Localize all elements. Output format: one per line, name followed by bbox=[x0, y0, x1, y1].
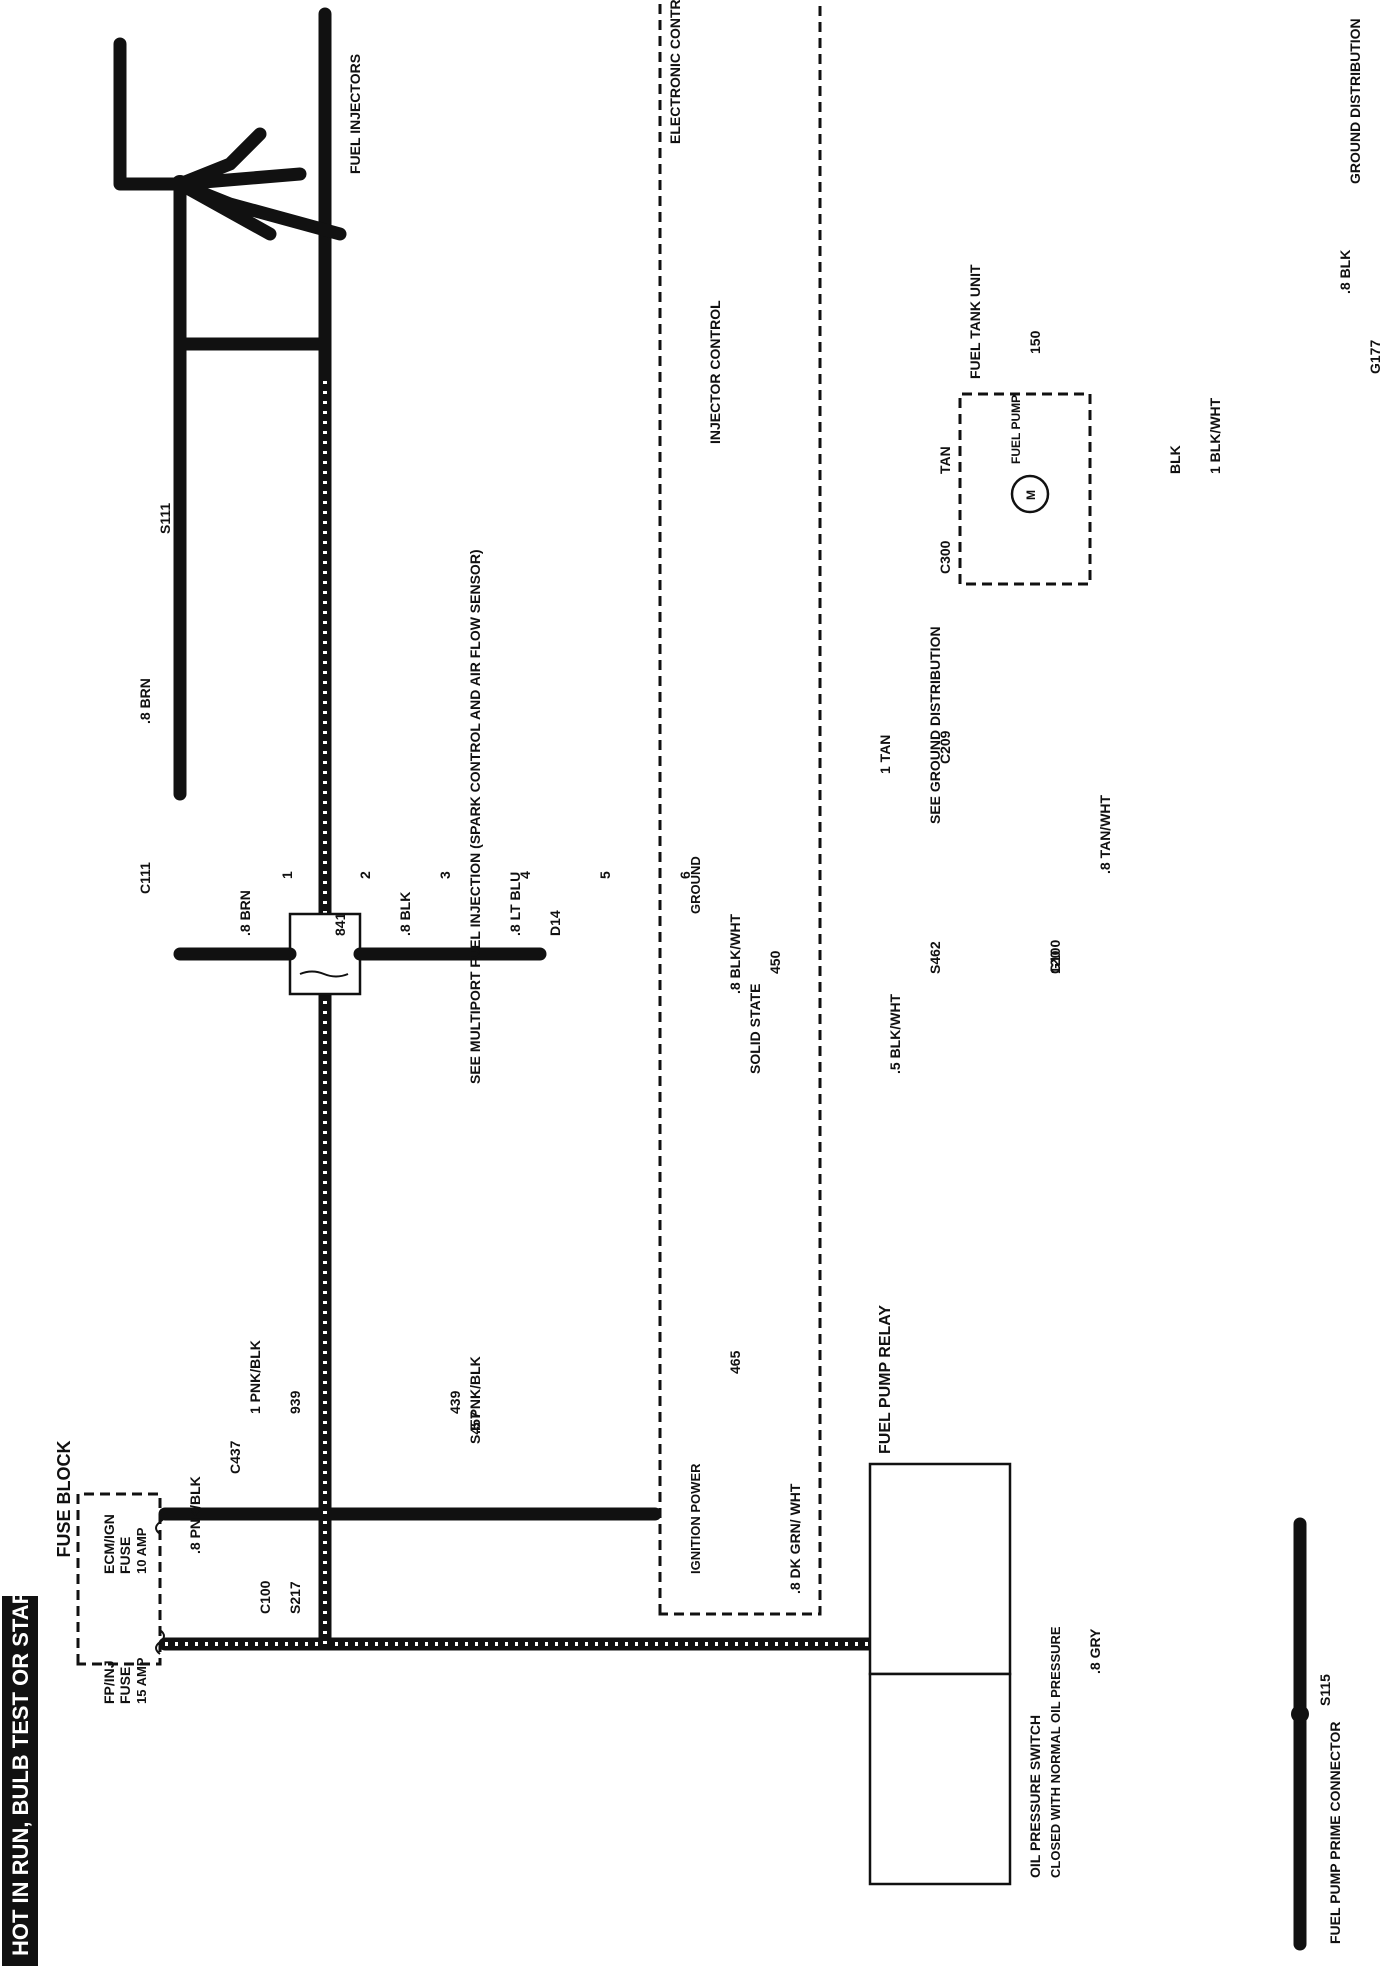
wire-label-1-tan: 1 TAN bbox=[877, 735, 893, 774]
fuel-pump-relay bbox=[868, 1462, 1012, 1676]
wire-label-5-blk-wht: .5 BLK/WHT bbox=[887, 993, 903, 1074]
injector-fan bbox=[113, 37, 347, 801]
ground-g100-label: G100 bbox=[1047, 940, 1063, 974]
ecm-ground-label: GROUND bbox=[688, 856, 703, 914]
wire-label-450: 450 bbox=[767, 950, 783, 974]
wire-label-tan-wht: .8 TAN/WHT bbox=[1097, 794, 1113, 874]
header-text: HOT IN RUN, BULB TEST OR START bbox=[8, 1575, 33, 1956]
fuel-injectors-title: FUEL INJECTORS bbox=[347, 54, 363, 174]
fuse-block-box bbox=[76, 1492, 162, 1666]
injector-2-number: 2 bbox=[357, 871, 373, 879]
wire-label-1-blk-wht: 1 BLK/WHT bbox=[1207, 397, 1223, 474]
ecm-title: ELECTRONIC CONTROL MODULE (ECM) bbox=[667, 0, 683, 144]
splice-s457-label: S457 bbox=[467, 1411, 483, 1444]
prime-connector-label: FUEL PUMP PRIME CONNECTOR bbox=[1327, 1722, 1343, 1944]
wire-label-8-pnk-blk: .8 PNK/BLK bbox=[187, 1476, 203, 1554]
fuel-pump-motor-label: M bbox=[1024, 490, 1038, 500]
fuel-pump-motor bbox=[1010, 474, 1050, 514]
fuse-ecm-label: FUSE bbox=[117, 1537, 133, 1574]
wire-label-8-blk-wht: .8 BLK/WHT bbox=[727, 913, 743, 994]
splice-s115 bbox=[1291, 1705, 1309, 1723]
fuel-tank-unit-title: FUEL TANK UNIT bbox=[967, 264, 983, 379]
fuse-fpinj-rating: 15 AMP bbox=[134, 1657, 149, 1704]
injector-1-number: 1 bbox=[279, 871, 295, 879]
splice-s217-label: S217 bbox=[287, 1581, 303, 1614]
injector-1-a-circuit: 841 bbox=[332, 912, 348, 936]
connector-c100-label: C100 bbox=[257, 1580, 273, 1614]
injector-4-number: 4 bbox=[517, 871, 533, 879]
connector-c300-label: C300 bbox=[937, 540, 953, 574]
wire-label-1-pnk-blk: 1 PNK/BLK bbox=[247, 1340, 263, 1414]
oil-switch-note: CLOSED WITH NORMAL OIL PRESSURE bbox=[1048, 1626, 1063, 1878]
note-see-mpfi: SEE MULTIPORT FUEL INJECTION (SPARK CONT… bbox=[467, 549, 483, 1084]
note-see-ground: SEE GROUND DISTRIBUTION bbox=[927, 626, 943, 824]
wire-label-465: 465 bbox=[727, 1350, 743, 1374]
injector-5-number: 5 bbox=[597, 871, 613, 879]
header-bar bbox=[2, 1596, 38, 1966]
injector-1-ecm-wire: .8 LT BLU bbox=[507, 872, 523, 936]
injector-1: 1 841 .8 BRN .8 BLK .8 LT BLU D14 bbox=[173, 871, 563, 996]
wire-label-120: 120 bbox=[1047, 950, 1063, 974]
splice-s111-label: S111 bbox=[157, 503, 173, 534]
ecm-bus-label: INJECTOR CONTROL bbox=[707, 300, 723, 444]
injector-6-number: 6 bbox=[677, 871, 693, 879]
fuse-fpinj-name: FP/INJ bbox=[101, 1660, 117, 1704]
connector-c111-label: C111 bbox=[137, 862, 153, 894]
connector-c209-label: C209 bbox=[937, 730, 953, 764]
splice-s115-label: S115 bbox=[1317, 1674, 1333, 1706]
fuse-block-title: FUSE BLOCK bbox=[54, 1440, 74, 1557]
wire-label-tan: TAN bbox=[937, 446, 953, 474]
connector-c437-label: C437 bbox=[227, 1440, 243, 1474]
fuse-ecm-name: ECM/IGN bbox=[101, 1514, 117, 1574]
injector-1-ecm-pin: D14 bbox=[547, 910, 563, 936]
ecm-inner-label: SOLID STATE bbox=[747, 984, 763, 1074]
note-ground-distribution: GROUND DISTRIBUTION bbox=[1347, 18, 1363, 184]
injector-3-number: 3 bbox=[437, 871, 453, 879]
ecm-box bbox=[658, 0, 822, 1616]
ecm-ignition-label: IGNITION POWER bbox=[688, 1463, 703, 1574]
wire-label-8-blk: .8 BLK bbox=[1337, 250, 1353, 294]
oil-pressure-switch bbox=[868, 1672, 1012, 1886]
splice-s462-label: S462 bbox=[927, 941, 943, 974]
wire-label-5-pnk-blk: .5 PNK/BLK bbox=[467, 1356, 483, 1434]
fuel-pump-label: FUEL PUMP bbox=[1009, 395, 1023, 464]
wire-label-blk: BLK bbox=[1167, 445, 1183, 474]
oil-switch-title: OIL PRESSURE SWITCH bbox=[1027, 1715, 1043, 1878]
wire-label-939: 939 bbox=[287, 1390, 303, 1414]
wire-label-8-gry: .8 GRY bbox=[1087, 1628, 1103, 1674]
wire-label-brn: .8 BRN bbox=[137, 678, 153, 724]
injector-1-a-wire: .8 BLK bbox=[397, 892, 413, 936]
ground-g177-label: G177 bbox=[1367, 340, 1383, 374]
fuel-pump-relay-title: FUEL PUMP RELAY bbox=[877, 1305, 894, 1454]
wire-label-dk-grn-wht: .8 DK GRN/ WHT bbox=[787, 1483, 803, 1594]
wire-label-439: 439 bbox=[447, 1390, 463, 1414]
wire-label-150: 150 bbox=[1027, 330, 1043, 354]
injector-1-b-wire: .8 BRN bbox=[237, 890, 253, 936]
fuse-ecm-rating: 10 AMP bbox=[134, 1527, 149, 1574]
fuse-fpinj-label: FUSE bbox=[117, 1667, 133, 1704]
